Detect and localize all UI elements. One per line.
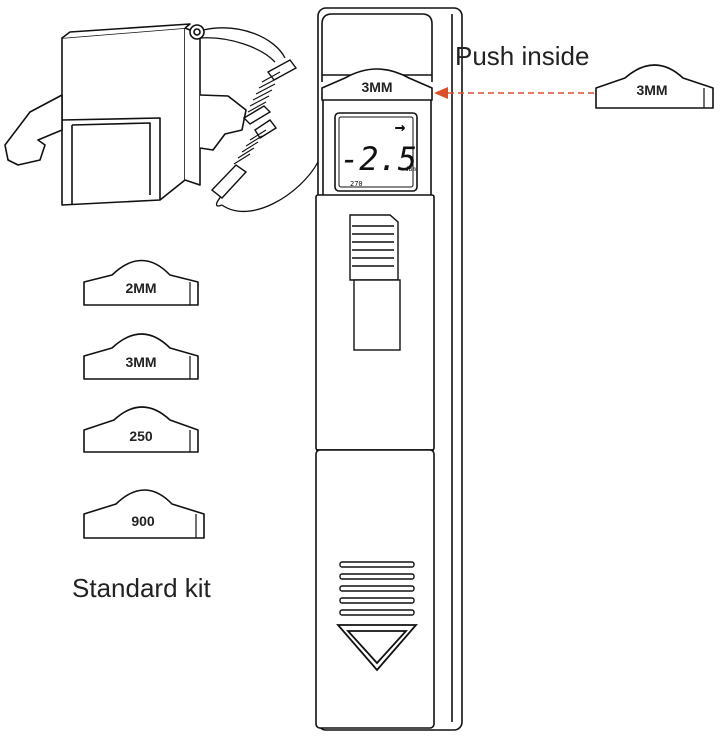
kit-adapter-250: 250 xyxy=(83,406,199,453)
fiber-plug-lower xyxy=(210,119,278,199)
installed-adapter: 3MM xyxy=(321,68,433,101)
fiber-plug-upper xyxy=(242,59,298,125)
kit-adapter-label: 3MM xyxy=(125,354,156,370)
kit-adapter-label: 900 xyxy=(131,513,155,529)
lcd-direction-arrow: → xyxy=(395,117,406,138)
kit-adapter-900: 900 xyxy=(83,489,205,539)
push-inside-label: Push inside xyxy=(455,41,589,71)
lcd-reading: -2.5 xyxy=(340,140,417,178)
lcd-display: → -2.5 dBm 270 xyxy=(334,112,418,192)
loose-adapter-label: 3MM xyxy=(636,82,667,98)
slide-switch xyxy=(349,214,401,351)
fiber-cord xyxy=(199,27,319,213)
slide-direction-triangle-icon xyxy=(336,624,418,672)
lcd-wavelength: 270 xyxy=(350,180,363,188)
standard-kit-label: Standard kit xyxy=(72,573,212,603)
kit-adapter-label: 2MM xyxy=(125,280,156,296)
kit-adapter-3mm: 3MM xyxy=(83,333,199,380)
kit-adapter-2mm: 2MM xyxy=(83,259,199,306)
loose-adapter: 3MM xyxy=(595,64,714,109)
fiber-clip-holder xyxy=(4,23,247,206)
vent-grille xyxy=(339,561,415,616)
push-arrow xyxy=(434,87,594,99)
lcd-unit: dBm xyxy=(405,166,416,173)
installed-adapter-label: 3MM xyxy=(361,79,392,95)
kit-adapter-label: 250 xyxy=(129,428,153,444)
